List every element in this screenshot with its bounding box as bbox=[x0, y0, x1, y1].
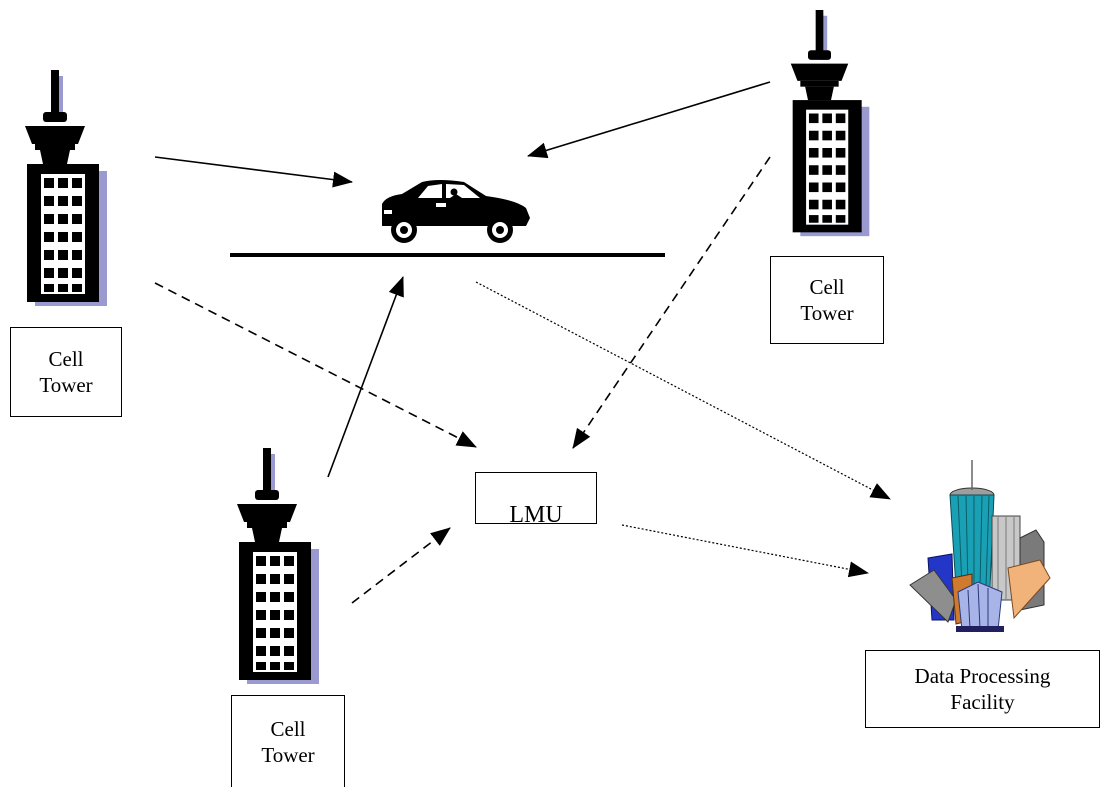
city-buildings-icon bbox=[909, 460, 1051, 632]
label-line: Cell bbox=[809, 275, 845, 299]
cell-tower-icon bbox=[790, 10, 870, 237]
data-processing-facility-label: Data Processing Facility bbox=[865, 650, 1100, 728]
edge-car-to-facility bbox=[475, 281, 891, 500]
edge-tower-bottom-to-lmu bbox=[351, 527, 451, 604]
cell-tower-icon bbox=[237, 448, 319, 684]
cell-tower-right-label: Cell Tower bbox=[770, 256, 884, 344]
edge-tower-bottom-to-car bbox=[327, 276, 404, 478]
edge-tower-right-to-car bbox=[527, 81, 771, 159]
label-line: Tower bbox=[39, 373, 93, 397]
edge-tower-left-to-car bbox=[154, 156, 353, 188]
lmu-box: LMU bbox=[475, 472, 597, 524]
label-line: Tower bbox=[800, 301, 854, 325]
cell-tower-icon bbox=[25, 70, 107, 306]
label-line: Cell bbox=[48, 347, 84, 371]
label-line: Tower bbox=[261, 742, 315, 767]
cell-tower-left-label: Cell Tower bbox=[10, 327, 122, 417]
edge-tower-right-to-lmu bbox=[572, 156, 771, 449]
lmu-label: LMU bbox=[509, 502, 563, 524]
car-icon bbox=[382, 180, 530, 243]
edge-tower-left-to-lmu bbox=[154, 282, 477, 448]
cell-tower-bottom-label: Cell Tower bbox=[231, 695, 345, 787]
label-line: Cell bbox=[270, 716, 306, 741]
label-line: Facility bbox=[950, 690, 1015, 714]
edges bbox=[154, 81, 891, 604]
edge-lmu-to-facility bbox=[621, 524, 869, 578]
label-line: Data Processing bbox=[914, 664, 1051, 688]
